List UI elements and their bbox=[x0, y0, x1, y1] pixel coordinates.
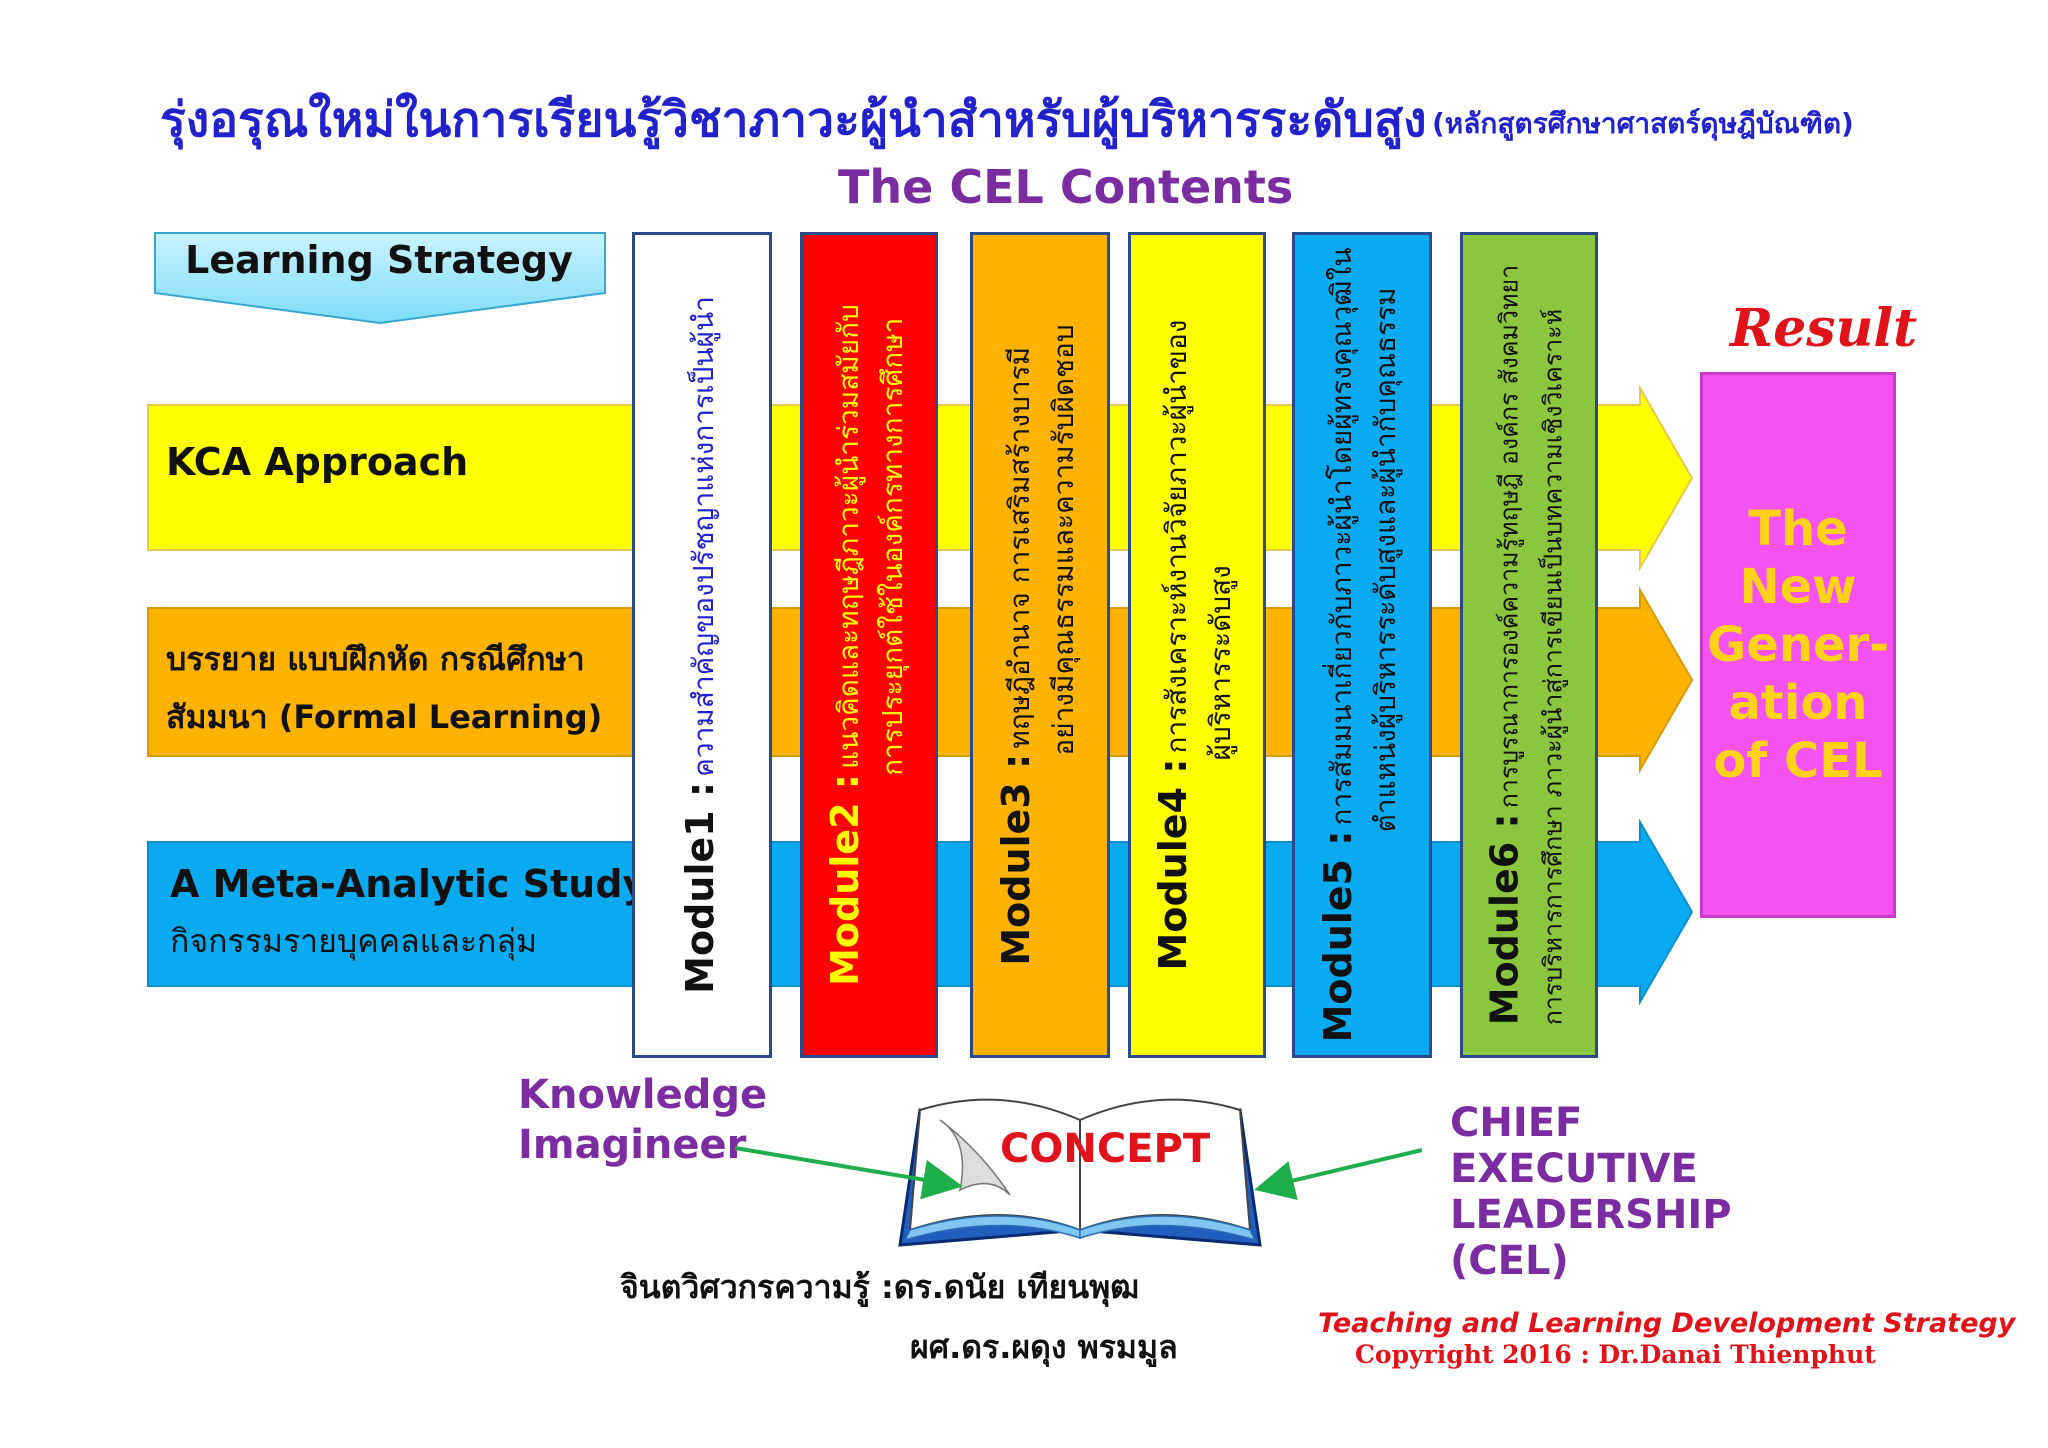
band-label-formal-2: สัมมนา (Formal Learning) bbox=[166, 698, 603, 736]
result-line-3: Gener- bbox=[1706, 617, 1890, 673]
concept-label: CONCEPT bbox=[1000, 1126, 1211, 1172]
module-2-card: Module2 : แนวคิดและทฤษฎีภาวะผู้นำร่วมสมั… bbox=[800, 232, 938, 1058]
page-subtitle: (หลักสูตรศึกษาศาสตร์ดุษฎีบัณฑิต) bbox=[1432, 107, 1854, 140]
result-line-4: ation bbox=[1728, 675, 1868, 731]
module-1-card: Module1 : ความสำคัญของปรัชญาแห่งการเป็นผ… bbox=[632, 232, 772, 1058]
knowledge-line-1: Knowledge bbox=[518, 1072, 768, 1118]
chief-line-1: CHIEF bbox=[1450, 1100, 1583, 1146]
result-line-1: The bbox=[1748, 501, 1848, 557]
learning-strategy-shape bbox=[154, 232, 606, 325]
band-label-formal-1: บรรยาย แบบฝึกหัด กรณีศึกษา bbox=[166, 640, 585, 678]
footer-copyright: Copyright 2016 : Dr.Danai Thienphut bbox=[1355, 1340, 1876, 1369]
knowledge-imagineer-label: Knowledge Imagineer bbox=[518, 1070, 767, 1170]
footer-strategy: Teaching and Learning Development Strate… bbox=[1318, 1308, 2016, 1339]
band-label-meta-2: กิจกรรมรายบุคคลและกลุ่ม bbox=[170, 922, 538, 960]
knowledge-arrow bbox=[734, 1146, 963, 1200]
chief-line-3: LEADERSHIP bbox=[1450, 1192, 1732, 1238]
knowledge-line-2: Imagineer bbox=[518, 1122, 747, 1168]
page-title: รุ่งอรุณใหม่ในการเรียนรู้วิชาภาวะผู้นำสำ… bbox=[160, 92, 1427, 148]
result-label: Result bbox=[1730, 298, 1918, 359]
band-label-kca: KCA Approach bbox=[166, 440, 469, 484]
chief-line-4: (CEL) bbox=[1450, 1238, 1569, 1284]
chief-arrow bbox=[1254, 1148, 1423, 1201]
module-4-card: Module4 : การสังเคราะห์งานวิจัยภาวะผู้นำ… bbox=[1128, 232, 1266, 1058]
learning-strategy-label: Learning Strategy bbox=[185, 238, 573, 282]
result-box bbox=[1700, 372, 1896, 918]
module-3-card: Module3 : ทฤษฎีอำนาจ การเสริมสร้างบารมี … bbox=[970, 232, 1110, 1058]
result-text: The New Gener- ation of CEL bbox=[1700, 500, 1896, 790]
module-5-card: Module5 : การสัมมนาเกี่ยวกับภาวะผู้นำโดย… bbox=[1292, 232, 1432, 1058]
result-line-5: of CEL bbox=[1713, 733, 1883, 789]
module-6-card: Module6 : การบูรณาการองค์ความรู้ทฤษฎี อง… bbox=[1460, 232, 1598, 1058]
contents-title: The CEL Contents bbox=[838, 160, 1294, 214]
band-label-meta-1: A Meta-Analytic Study bbox=[170, 862, 648, 906]
chief-executive-leadership-label: CHIEF EXECUTIVE LEADERSHIP (CEL) bbox=[1450, 1100, 1732, 1284]
result-line-2: New bbox=[1739, 559, 1857, 615]
chief-line-2: EXECUTIVE bbox=[1450, 1146, 1698, 1192]
authors-line-1: จินตวิศวกรความรู้ :ดร.ดนัย เทียนพุฒ bbox=[620, 1268, 1140, 1306]
authors-line-2: ผศ.ดร.ผดุง พรมมูล bbox=[910, 1328, 1178, 1366]
